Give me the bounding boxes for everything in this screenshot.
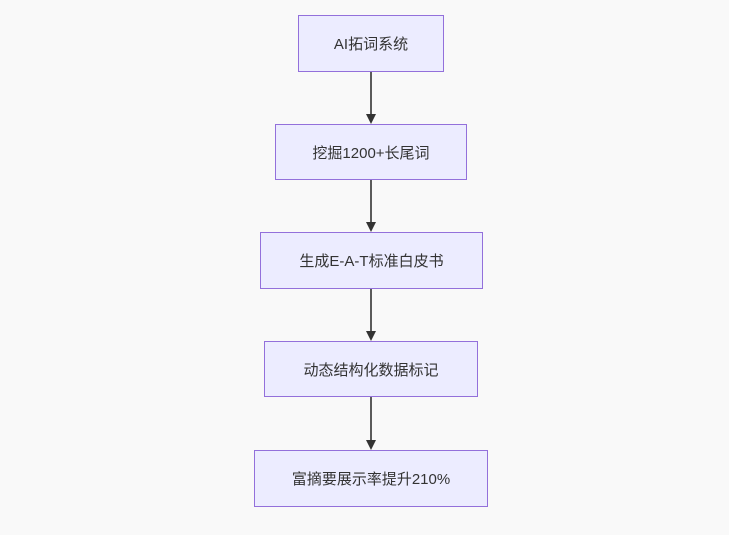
node-longtail-keyword-mining: 挖掘1200+长尾词 — [275, 124, 467, 180]
arrow-line — [370, 397, 372, 442]
arrow-line — [370, 72, 372, 116]
edge-b-to-c — [366, 180, 376, 232]
node-label: 富摘要展示率提升210% — [291, 471, 451, 488]
arrow-line — [370, 289, 372, 333]
arrowhead-down-icon — [366, 114, 376, 124]
edge-c-to-d — [366, 289, 376, 341]
node-label: 动态结构化数据标记 — [303, 361, 439, 379]
arrowhead-down-icon — [366, 331, 376, 341]
arrowhead-down-icon — [366, 222, 376, 232]
node-eat-whitepaper: 生成E-A-T标准白皮书 — [260, 232, 483, 289]
edge-d-to-e — [366, 397, 376, 450]
node-label: 挖掘1200+长尾词 — [312, 144, 430, 162]
node-rich-snippet-result: 富摘要展示率提升210% — [254, 450, 488, 507]
arrow-line — [370, 180, 372, 224]
node-label: AI拓词系统 — [333, 36, 409, 53]
edge-a-to-b — [366, 72, 376, 124]
arrowhead-down-icon — [366, 440, 376, 450]
node-label: 生成E-A-T标准白皮书 — [299, 253, 444, 270]
node-structured-data-markup: 动态结构化数据标记 — [264, 341, 478, 397]
node-ai-keyword-system: AI拓词系统 — [298, 15, 444, 72]
